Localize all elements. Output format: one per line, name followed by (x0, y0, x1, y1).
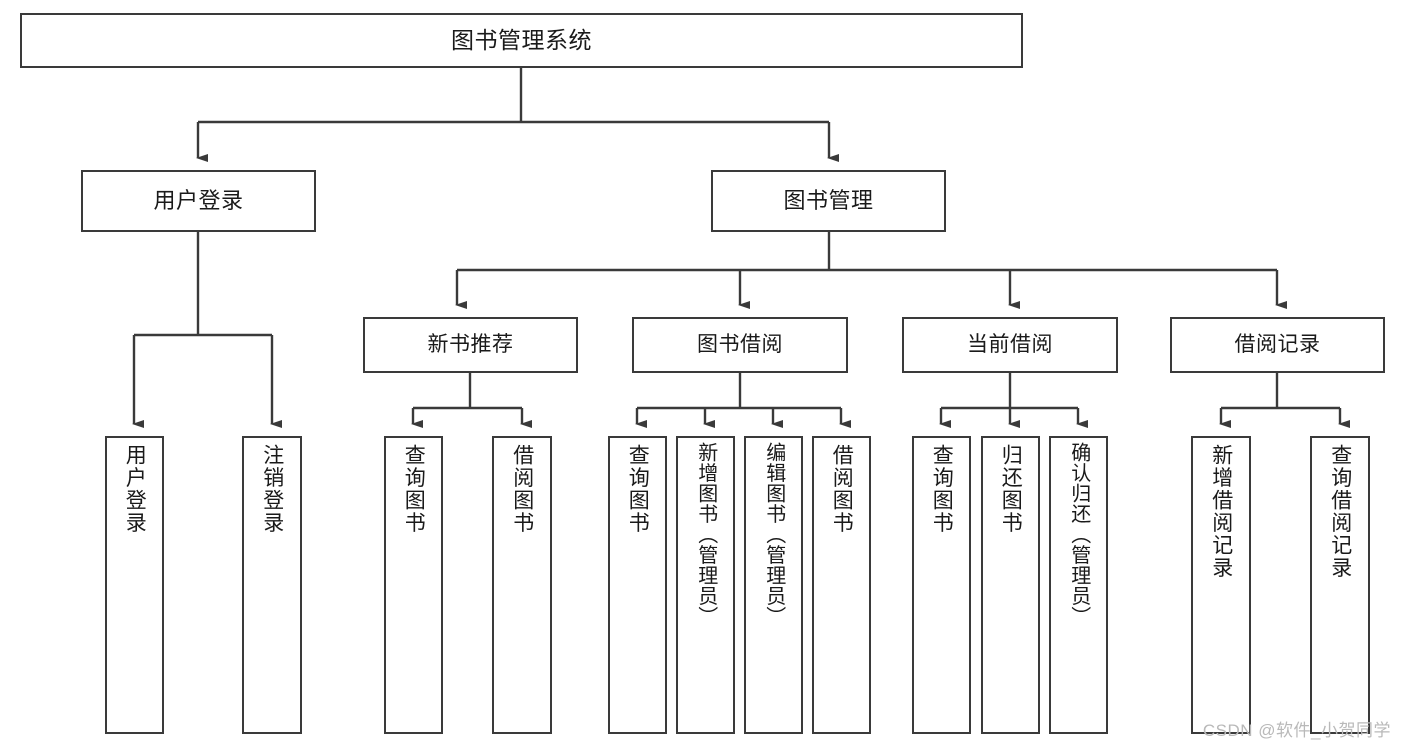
leaf-query-borrow-record[interactable]: 查询借阅记录 (1310, 436, 1370, 734)
leaf-user-login[interactable]: 用户登录 (105, 436, 164, 734)
node-label: 新书推荐 (427, 332, 514, 356)
node-label: 借阅图书 (510, 444, 534, 534)
node-new-book-recommend[interactable]: 新书推荐 (363, 317, 578, 373)
node-user-login[interactable]: 用户登录 (81, 170, 316, 232)
node-book-borrow[interactable]: 图书借阅 (632, 317, 848, 373)
leaf-borrow-book-recommend[interactable]: 借阅图书 (492, 436, 552, 734)
node-book-management[interactable]: 图书管理 (711, 170, 946, 232)
node-label: 图书管理系统 (451, 26, 592, 53)
node-label: 归还图书 (999, 444, 1023, 534)
node-current-borrow[interactable]: 当前借阅 (902, 317, 1118, 373)
leaf-query-book-borrow[interactable]: 查询图书 (608, 436, 667, 734)
node-label: 图书借阅 (697, 332, 783, 356)
node-label: 新增借阅记录 (1209, 444, 1233, 579)
leaf-add-borrow-record[interactable]: 新增借阅记录 (1191, 436, 1251, 734)
node-label: 查询图书 (402, 444, 426, 534)
leaf-add-book-admin[interactable]: 新增图书（管理员） (676, 436, 735, 734)
watermark: CSDN @软件_小贺同学 (1202, 721, 1391, 740)
node-label: 借阅记录 (1234, 332, 1321, 356)
node-label: 注销登录 (260, 444, 284, 534)
node-root-system[interactable]: 图书管理系统 (20, 13, 1023, 68)
node-label: 借阅图书 (830, 444, 854, 534)
node-label: 确认归还（管理员） (1067, 442, 1090, 627)
node-label: 图书管理 (783, 188, 874, 214)
node-borrow-record[interactable]: 借阅记录 (1170, 317, 1385, 373)
leaf-return-book[interactable]: 归还图书 (981, 436, 1040, 734)
node-label: 编辑图书（管理员） (762, 442, 785, 627)
node-label: 查询借阅记录 (1328, 444, 1352, 579)
node-label: 查询图书 (626, 444, 650, 534)
node-label: 当前借阅 (967, 332, 1053, 356)
leaf-logout[interactable]: 注销登录 (242, 436, 302, 734)
leaf-confirm-return-admin[interactable]: 确认归还（管理员） (1049, 436, 1108, 734)
leaf-edit-book-admin[interactable]: 编辑图书（管理员） (744, 436, 803, 734)
leaf-query-book-current[interactable]: 查询图书 (912, 436, 971, 734)
leaf-borrow-book[interactable]: 借阅图书 (812, 436, 871, 734)
node-label: 查询图书 (930, 444, 954, 534)
node-label: 新增图书（管理员） (694, 442, 717, 627)
node-label: 用户登录 (123, 444, 147, 534)
node-label: 用户登录 (153, 188, 244, 214)
leaf-query-book-recommend[interactable]: 查询图书 (384, 436, 443, 734)
